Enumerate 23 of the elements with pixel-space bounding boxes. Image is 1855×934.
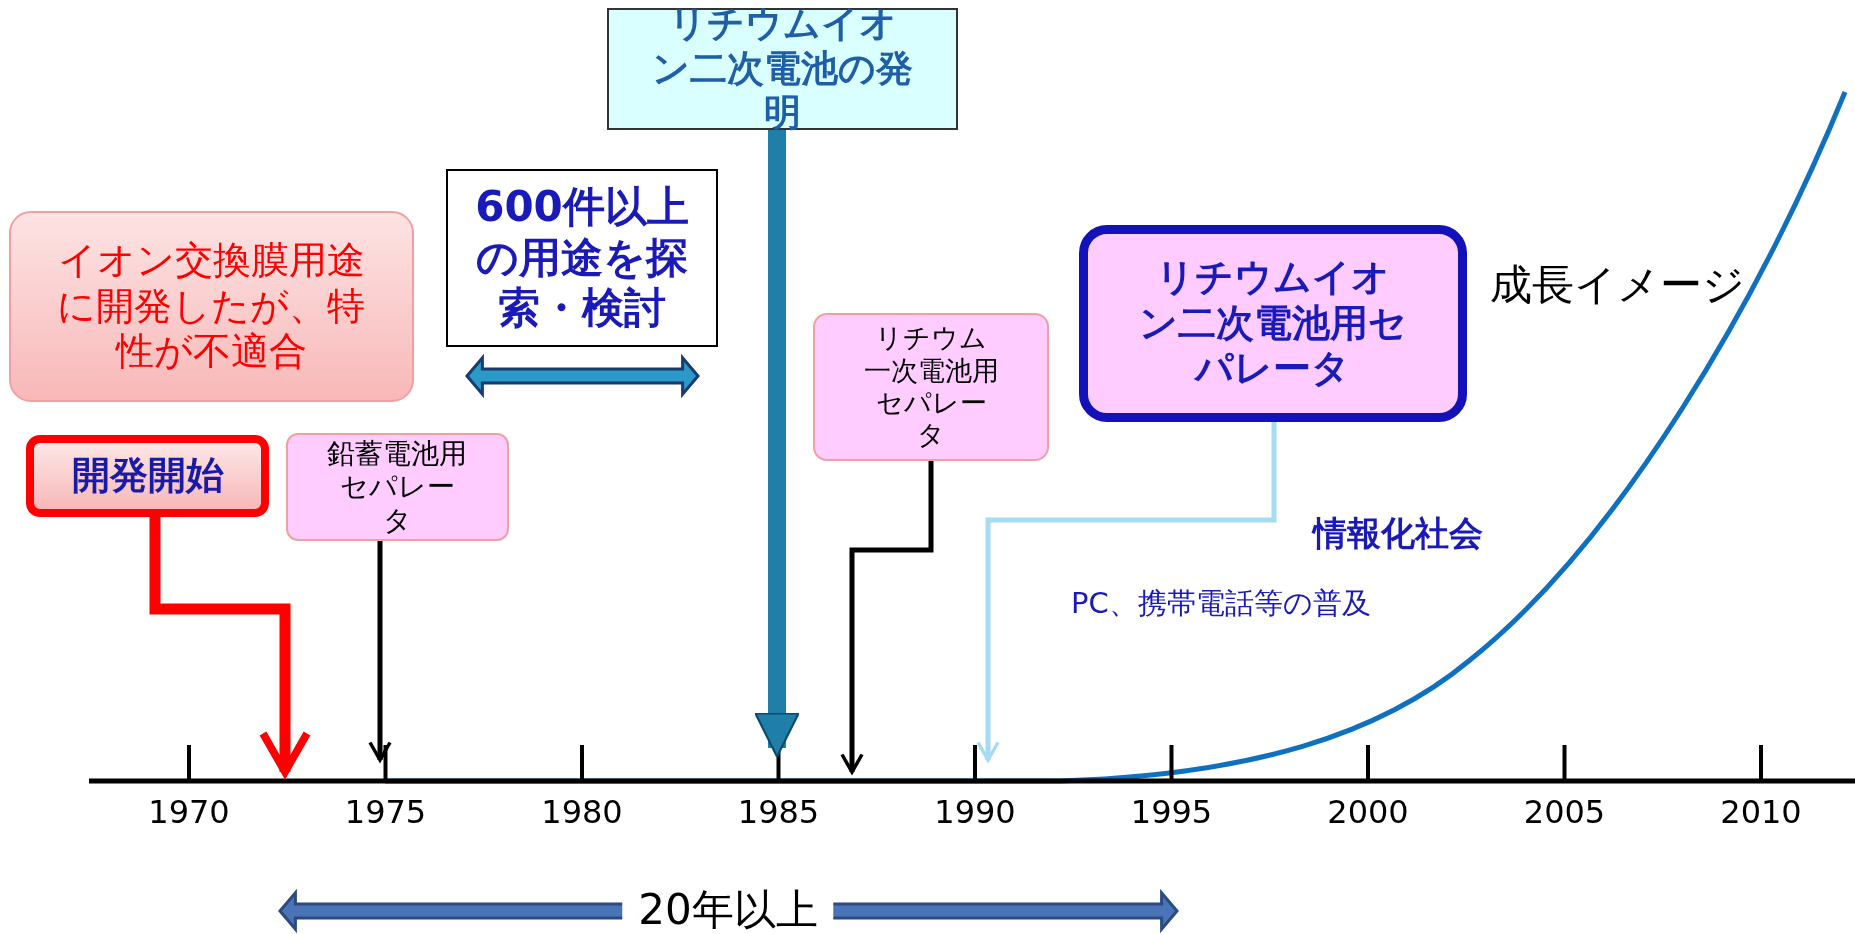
era-label: 情報化社会 <box>1313 515 1483 553</box>
arrow <box>976 422 1277 762</box>
event-box: リチウム一次電池用セパレータ <box>813 313 1049 461</box>
arrow <box>368 541 392 762</box>
year-label: 1970 <box>148 795 230 831</box>
arrow <box>840 461 934 774</box>
event-box: リチウムイオン二次電池用セパレータ <box>1079 225 1467 422</box>
event-box: 鉛蓄電池用セパレータ <box>286 433 509 541</box>
year-label: 2010 <box>1720 795 1802 831</box>
year-label: 1995 <box>1130 795 1213 831</box>
year-label: 1980 <box>541 795 623 831</box>
note-box: イオン交換膜用途に開発したが、特性が不適合 <box>9 211 414 402</box>
event-box: リチウムイオン二次電池の発明 <box>607 8 958 130</box>
start-box: 開発開始 <box>26 435 269 517</box>
arrow <box>754 130 800 758</box>
year-label: 2005 <box>1523 795 1606 831</box>
note-box: 600件以上の用途を探索・検討 <box>446 169 718 347</box>
note-text: PC、携帯電話等の普及 <box>1071 588 1371 620</box>
year-label: 1985 <box>737 795 820 831</box>
year-label: 2000 <box>1327 795 1409 831</box>
year-label: 1990 <box>934 795 1016 831</box>
year-label: 1975 <box>344 795 427 831</box>
curve-label: 成長イメージ <box>1490 262 1745 309</box>
